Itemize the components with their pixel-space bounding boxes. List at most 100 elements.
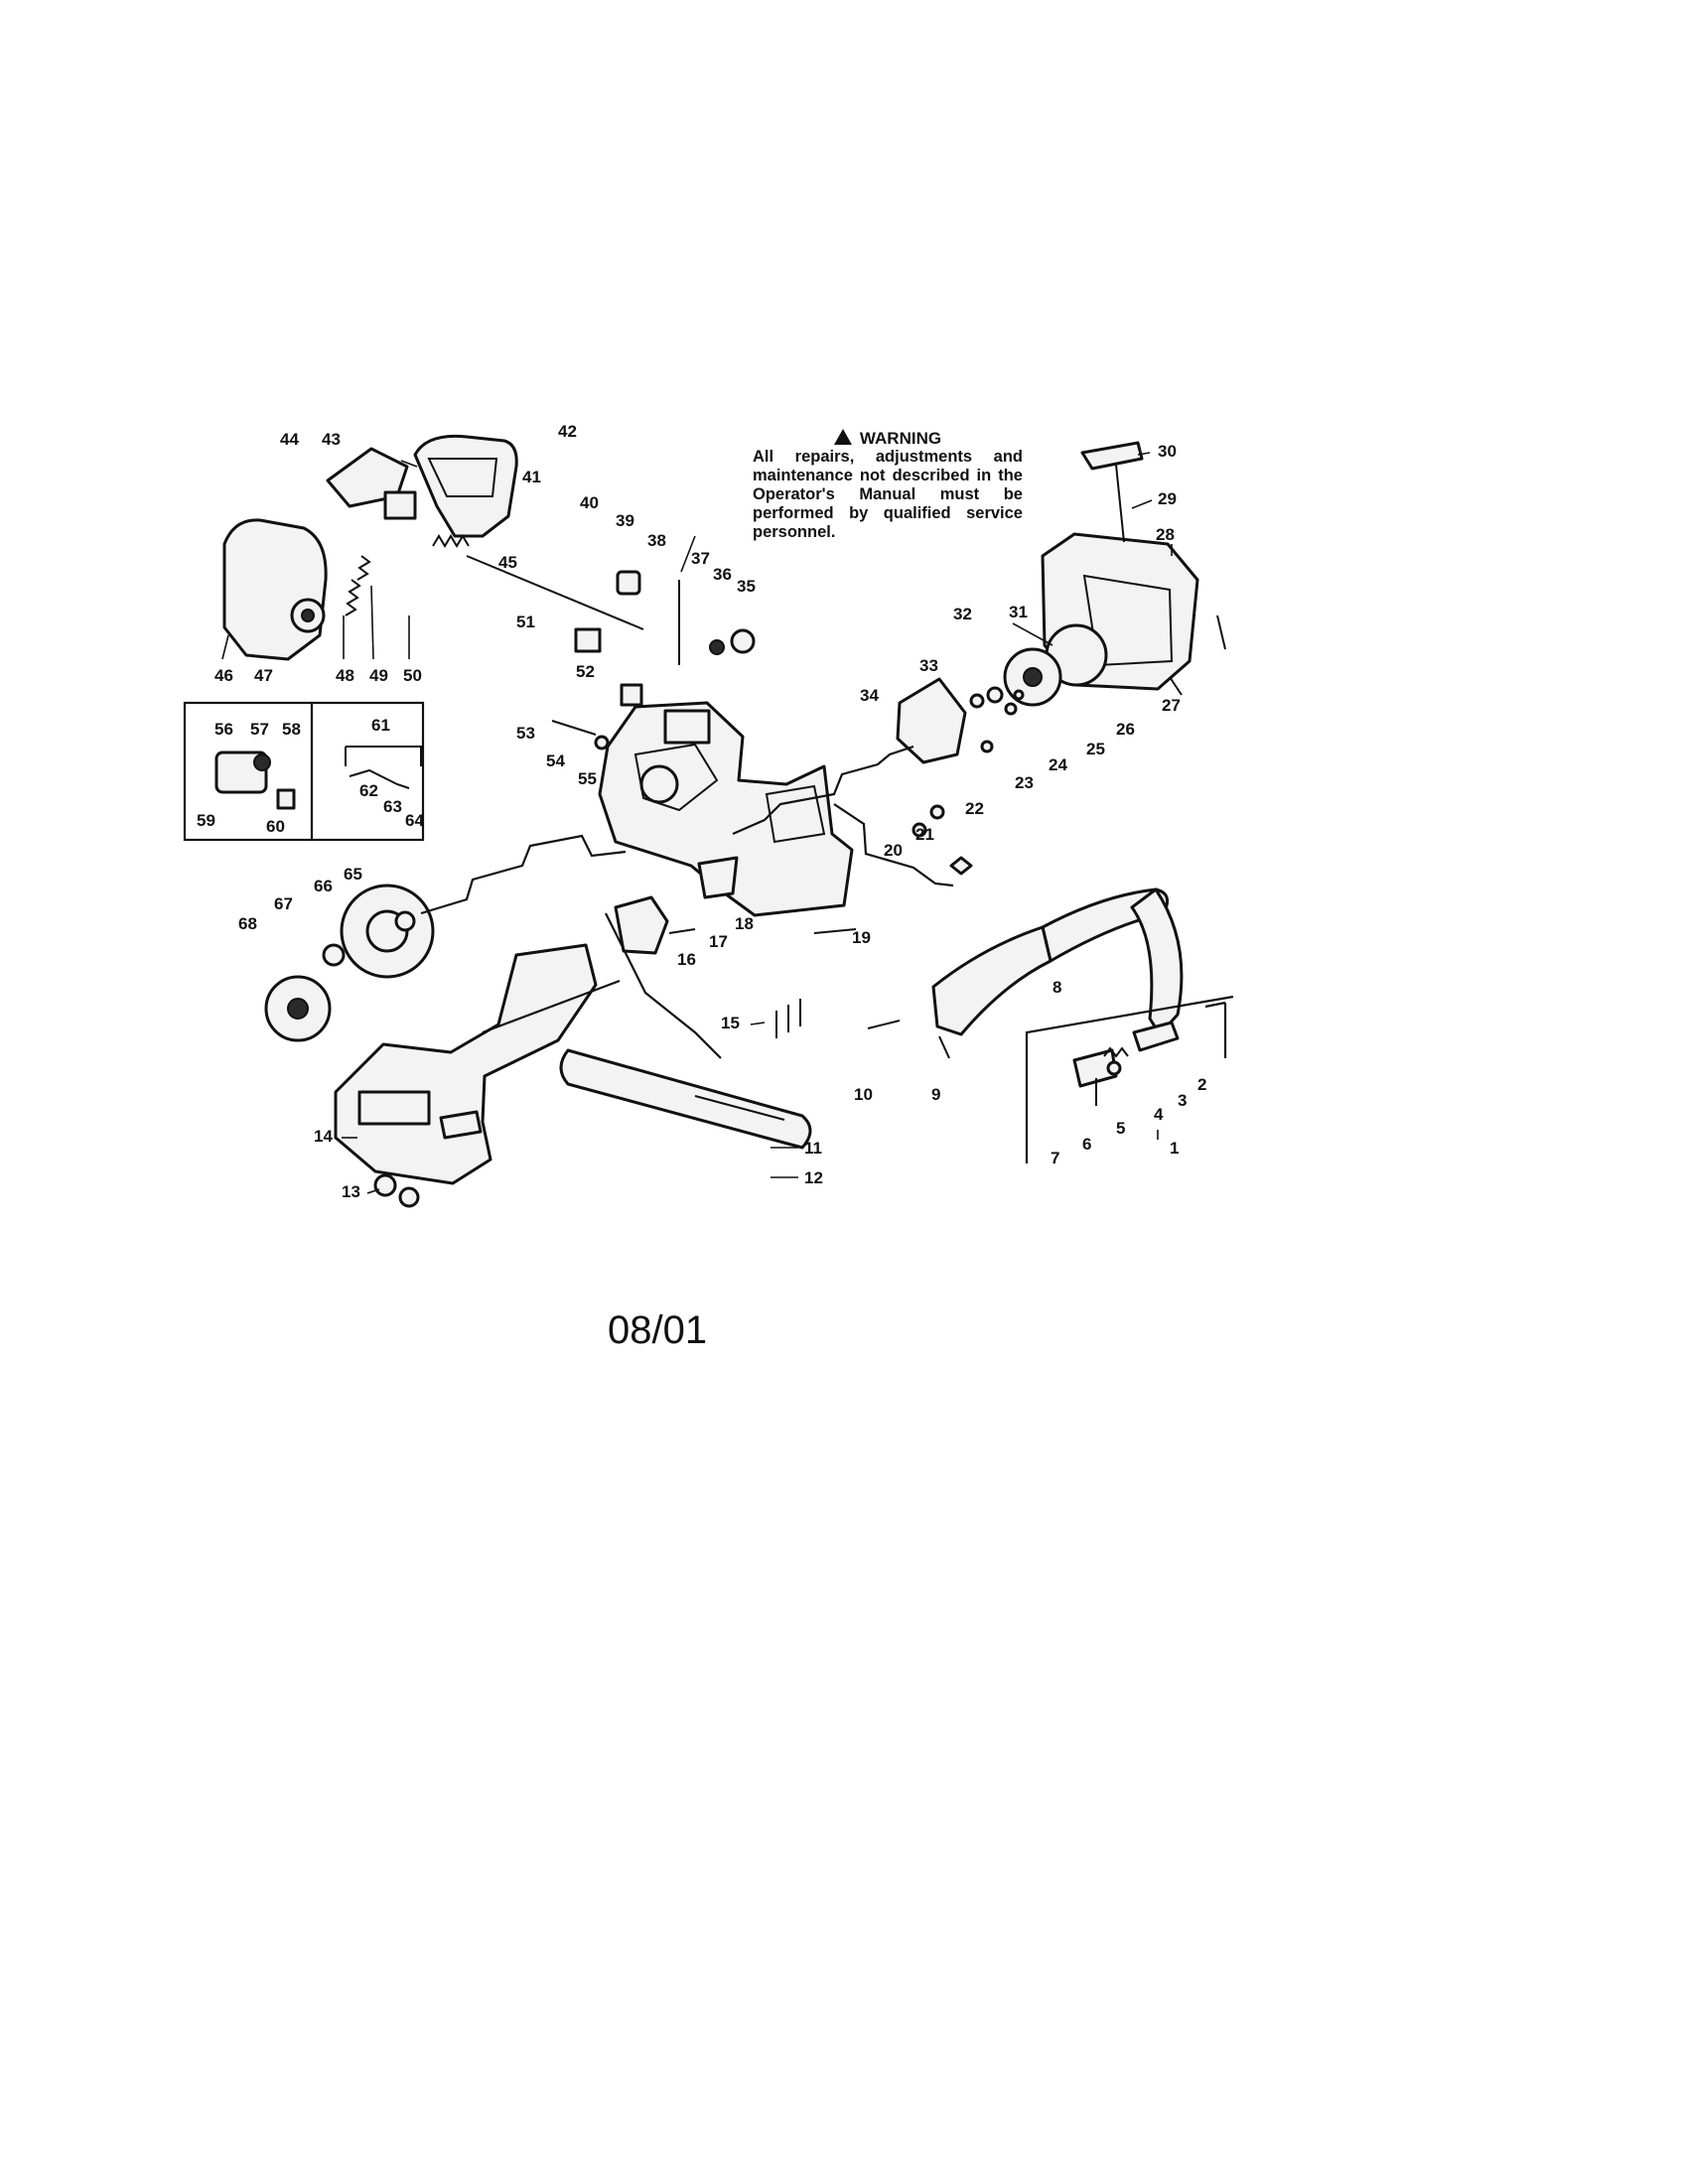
part-7-shape — [1072, 1048, 1118, 1088]
callout-41: 41 — [522, 468, 541, 486]
callout-52: 52 — [576, 662, 595, 681]
callout-42: 42 — [558, 422, 577, 441]
callout-10: 10 — [854, 1085, 873, 1104]
inset-box — [183, 701, 425, 842]
part-48-shape — [345, 579, 361, 616]
bar-group — [334, 943, 812, 1208]
clutch-group — [264, 884, 801, 1042]
part-11-shape — [694, 1095, 785, 1121]
callout-36: 36 — [713, 565, 732, 584]
part-13-shape — [373, 1173, 397, 1197]
callout-30: 30 — [1158, 442, 1177, 461]
callout-33: 33 — [919, 656, 938, 675]
callout-34: 34 — [860, 686, 879, 705]
callout-50: 50 — [403, 666, 422, 685]
part-38-shape — [616, 570, 641, 596]
warning-triangle-icon — [833, 429, 852, 445]
part-32-shape — [986, 686, 1004, 704]
callout-26: 26 — [1116, 720, 1135, 739]
callout-1: 1 — [1170, 1139, 1179, 1158]
crankcase-shape — [598, 701, 854, 917]
part-3-shape — [1103, 1046, 1129, 1058]
part-33-shape — [969, 693, 985, 709]
callout-51: 51 — [516, 613, 535, 631]
callout-53: 53 — [516, 724, 535, 743]
callout-28: 28 — [1156, 525, 1175, 544]
callout-3: 3 — [1178, 1091, 1187, 1110]
callout-55: 55 — [578, 769, 597, 788]
callout-11: 11 — [804, 1139, 822, 1158]
engine-housing — [551, 570, 857, 934]
assembly-guides — [420, 745, 954, 1059]
part-57-shape — [253, 753, 271, 771]
callout-13: 13 — [342, 1182, 360, 1201]
callout-2: 2 — [1197, 1075, 1206, 1094]
part-8-shape — [931, 925, 1052, 1036]
callout-21: 21 — [915, 825, 934, 844]
callout-61: 61 — [371, 716, 390, 735]
callout-29: 29 — [1158, 489, 1177, 508]
part-67-shape — [322, 943, 346, 967]
callout-68: 68 — [238, 914, 257, 933]
callout-12: 12 — [804, 1168, 823, 1187]
callout-47: 47 — [254, 666, 273, 685]
part-24-shape — [1004, 702, 1018, 716]
callout-65: 65 — [344, 865, 362, 884]
part-12-shape — [559, 1048, 812, 1150]
callout-20: 20 — [884, 841, 903, 860]
part-19-shape — [813, 928, 857, 934]
part-25-shape — [1013, 689, 1025, 701]
callout-63: 63 — [383, 797, 402, 816]
date-code: 08/01 — [608, 1308, 708, 1352]
callout-59: 59 — [197, 811, 215, 830]
callout-35: 35 — [737, 577, 756, 596]
part-49-shape — [356, 555, 371, 581]
callout-27: 27 — [1162, 696, 1181, 715]
handle-group — [222, 434, 644, 661]
callout-58: 58 — [282, 720, 301, 739]
callout-6: 6 — [1082, 1135, 1091, 1154]
part-5-shape — [1106, 1060, 1122, 1076]
callout-62: 62 — [359, 781, 378, 800]
part-9-shape — [938, 1035, 950, 1059]
callout-39: 39 — [616, 511, 634, 530]
leader-lines — [221, 452, 1173, 1194]
warning-body: All repairs, adjustments and maintenance… — [753, 448, 1023, 541]
part-2-shape — [1132, 1021, 1180, 1052]
callout-31: 31 — [1009, 603, 1028, 621]
callout-23: 23 — [1015, 773, 1034, 792]
warning-title-text: WARNING — [859, 429, 942, 448]
part-65-shape — [394, 910, 416, 932]
callout-48: 48 — [336, 666, 354, 685]
part-27-shape — [1169, 676, 1183, 696]
callout-54: 54 — [546, 751, 565, 770]
callout-labels: 1 2 3 4 5 6 7 8 9 10 11 12 13 14 15 16 1… — [197, 422, 1206, 1201]
part-17-shape — [668, 928, 696, 934]
part-29-shape — [1115, 464, 1125, 543]
part-34-shape — [896, 677, 967, 764]
part-36-shape — [709, 639, 725, 655]
callout-43: 43 — [322, 430, 341, 449]
callout-57: 57 — [250, 720, 269, 739]
callout-67: 67 — [274, 894, 293, 913]
callout-7: 7 — [1051, 1149, 1059, 1167]
callout-46: 46 — [214, 666, 233, 685]
part-46-shape — [222, 518, 328, 661]
callout-32: 32 — [953, 605, 972, 623]
part-10-shape — [867, 1020, 901, 1029]
callout-64: 64 — [405, 811, 424, 830]
part-53-shape — [551, 720, 597, 736]
callout-22: 22 — [965, 799, 984, 818]
callout-15: 15 — [721, 1014, 740, 1032]
part-16-shape — [614, 895, 669, 955]
part-60-shape — [276, 788, 296, 810]
callout-37: 37 — [691, 549, 710, 568]
part-23-shape — [980, 740, 994, 753]
part-20-shape — [949, 856, 973, 876]
part-21-shape — [912, 822, 927, 838]
warning-notice: WARNING All repairs, adjustments and mai… — [753, 429, 1023, 542]
callout-5: 5 — [1116, 1119, 1125, 1138]
part-39-shape — [466, 555, 644, 630]
part-35-shape — [730, 628, 756, 654]
part-51-shape — [574, 627, 602, 653]
